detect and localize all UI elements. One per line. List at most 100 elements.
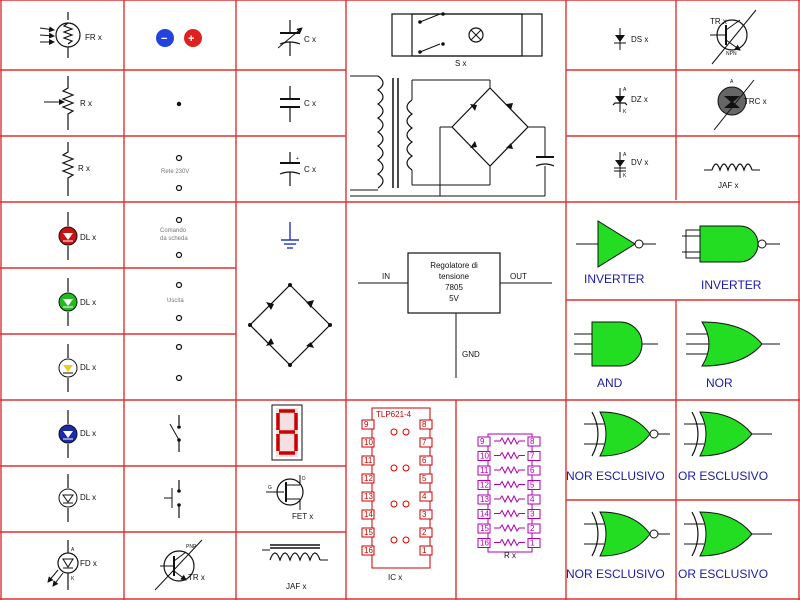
battery-terminals: − + (156, 29, 202, 47)
transformer-rectifier (350, 75, 555, 197)
pin-number: 15 (364, 528, 373, 537)
nor-esclusivo-2-label: NOR ESCLUSIVO (566, 567, 665, 581)
pin-box (527, 494, 541, 505)
inductor-bottom-label: JAF x (286, 582, 306, 591)
svg-text:tensione: tensione (439, 272, 470, 281)
led-white: DL x (58, 474, 96, 522)
pin-box (361, 455, 375, 466)
network-resistor (494, 451, 525, 460)
inverter-1-label: INVERTER (584, 272, 645, 286)
pin-box (527, 538, 541, 548)
rnet-label: R x (504, 551, 516, 560)
pin-box (419, 419, 433, 430)
pin-box (527, 523, 541, 534)
diode-ds-label: DS x (631, 35, 648, 44)
pin-number: 12 (364, 474, 373, 483)
diode-dv: A K DV x (614, 152, 648, 179)
pin-number: 16 (364, 546, 373, 555)
cap-label: C x (304, 99, 316, 108)
mains-terminals: Rete 230V (161, 154, 189, 192)
svg-text:K: K (623, 109, 627, 115)
or-esclusivo-2-label: OR ESCLUSIVO (678, 567, 768, 581)
pin-number: 7 (530, 452, 535, 461)
pin-number: 16 (480, 539, 489, 548)
transistor-trc: A TRC x (713, 79, 767, 131)
pin-number: 13 (480, 495, 489, 504)
svg-text:5V: 5V (449, 294, 459, 303)
led-green-label: DL x (80, 298, 96, 307)
pin-number: 2 (422, 528, 427, 537)
pin-number: 6 (422, 456, 427, 465)
pin-number: 11 (364, 456, 373, 465)
pin-number: 8 (422, 420, 427, 429)
svg-text:NPN: NPN (726, 51, 737, 57)
nor-gate: NOR (686, 321, 780, 390)
led-red-label: DL x (80, 233, 96, 242)
xnor-gate-2: NOR ESCLUSIVO (566, 511, 670, 581)
svg-text:A: A (623, 87, 627, 93)
node-dot (176, 101, 182, 107)
svg-text:Uscita: Uscita (167, 298, 184, 304)
transistor-tr-label: TR x (710, 17, 727, 26)
nor-label: NOR (706, 376, 733, 390)
svg-text:+: + (296, 156, 299, 162)
photodiode-symbol: A K FD x (47, 540, 97, 590)
photoresistor-label: FR x (85, 33, 102, 42)
pin-box (361, 509, 375, 520)
pin-box (361, 473, 375, 484)
pin-number: 1 (530, 539, 535, 548)
resistor-label: R x (78, 164, 90, 173)
pin-number: 14 (480, 510, 489, 519)
capacitor-polarized: + C x (279, 152, 316, 186)
pin-box (477, 480, 491, 490)
regulator-out-label: OUT (510, 272, 527, 281)
pin-number: 11 (480, 466, 489, 475)
cap-polarized-label: C x (304, 165, 316, 174)
nor-esclusivo-1-label: NOR ESCLUSIVO (566, 469, 665, 483)
trimmer-label: R x (80, 99, 92, 108)
pin-box (477, 509, 491, 519)
pin-box (527, 480, 541, 490)
pin-number: 6 (530, 466, 535, 475)
led-yellow: DL x (58, 344, 96, 392)
pin-number: 7 (422, 438, 427, 447)
svg-text:+: + (188, 33, 194, 45)
transistor-npn: TR x NPN (710, 9, 757, 65)
switch-closed (169, 415, 181, 452)
pin-number: 14 (364, 510, 373, 519)
xor-gate-2: OR ESCLUSIVO (678, 511, 772, 581)
fet-label: FET x (292, 512, 313, 521)
led-yellow-label: DL x (80, 363, 96, 372)
photodiode-label: FD x (80, 559, 97, 568)
svg-text:A: A (730, 79, 734, 85)
network-resistor (494, 480, 525, 489)
pin-box (361, 545, 375, 556)
pin-number: 5 (422, 474, 427, 483)
pin-number: 5 (530, 481, 535, 490)
pin-box (477, 523, 491, 534)
svg-text:Comando: Comando (160, 228, 187, 234)
photoresistor-symbol: FR x (39, 12, 102, 58)
pin-box (419, 545, 433, 556)
transistor-bottom-label: TR x (188, 573, 205, 582)
inductor-top-label: JAF x (718, 181, 738, 190)
pin-number: 13 (364, 492, 373, 501)
regulator-gnd-label: GND (462, 350, 480, 359)
pushbutton (164, 480, 181, 518)
ic-label: IC x (388, 573, 402, 582)
inductor-air: JAF x (704, 163, 760, 190)
trimmer-symbol: R x (44, 76, 92, 130)
inverter-gate: INVERTER (576, 220, 656, 286)
pin-number: 10 (364, 438, 373, 447)
capacitor: C x (280, 86, 316, 122)
pin-number: 2 (530, 524, 535, 533)
pin-number: 3 (422, 510, 427, 519)
svg-text:G: G (268, 485, 272, 491)
network-resistor (494, 509, 525, 518)
